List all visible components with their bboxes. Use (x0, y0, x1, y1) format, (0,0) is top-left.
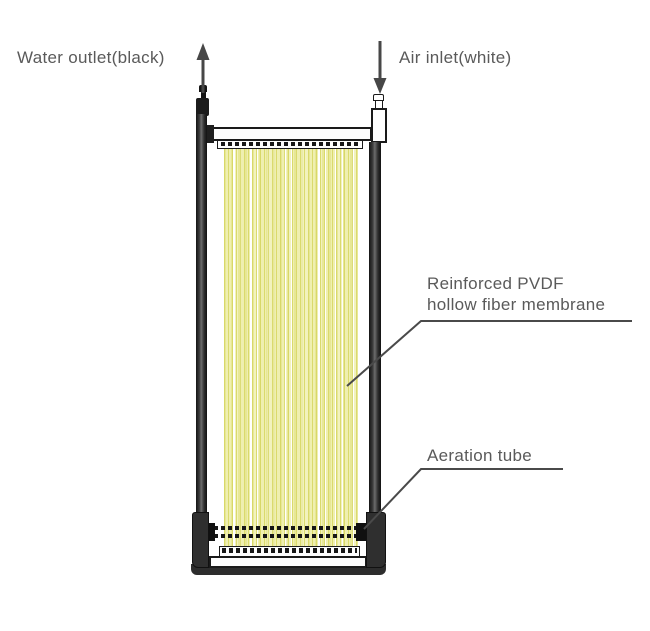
membrane-label-line2: hollow fiber membrane (427, 295, 606, 314)
aeration-tube-lower (214, 534, 360, 538)
aeration-tube-cap-left (206, 523, 215, 541)
outlet-fitting-body (196, 98, 209, 116)
bottom-bracket-right (366, 512, 386, 568)
outlet-fitting-neck (201, 92, 206, 98)
bottom-base-strip (191, 564, 386, 575)
frame-post-left (196, 114, 207, 514)
aeration-tube-label: Aeration tube (427, 446, 533, 465)
inlet-fitting-body (371, 108, 387, 143)
aeration-tube-cap-right (356, 523, 367, 541)
hollow-fiber-bundle (224, 148, 358, 552)
bottom-bracket-left (192, 512, 209, 568)
membrane-leader-line (346, 320, 632, 387)
top-potting-dashes (221, 142, 359, 146)
aeration-leader-line (363, 468, 563, 530)
membrane-label: Reinforced PVDF hollow fiber membrane (427, 273, 605, 315)
bottom-potting-dashes (222, 548, 357, 553)
water-outlet-label: Water outlet(black) (17, 48, 165, 67)
bottom-outer-bar (209, 556, 367, 568)
top-header-bar (206, 127, 372, 141)
down-arrow-icon (373, 41, 387, 94)
aeration-tube-upper (214, 526, 360, 530)
frame-post-right (369, 142, 381, 514)
outlet-fitting-barb (199, 85, 207, 92)
header-joint-left (203, 125, 214, 143)
membrane-label-line1: Reinforced PVDF (427, 274, 564, 293)
air-inlet-label: Air inlet(white) (399, 48, 512, 67)
